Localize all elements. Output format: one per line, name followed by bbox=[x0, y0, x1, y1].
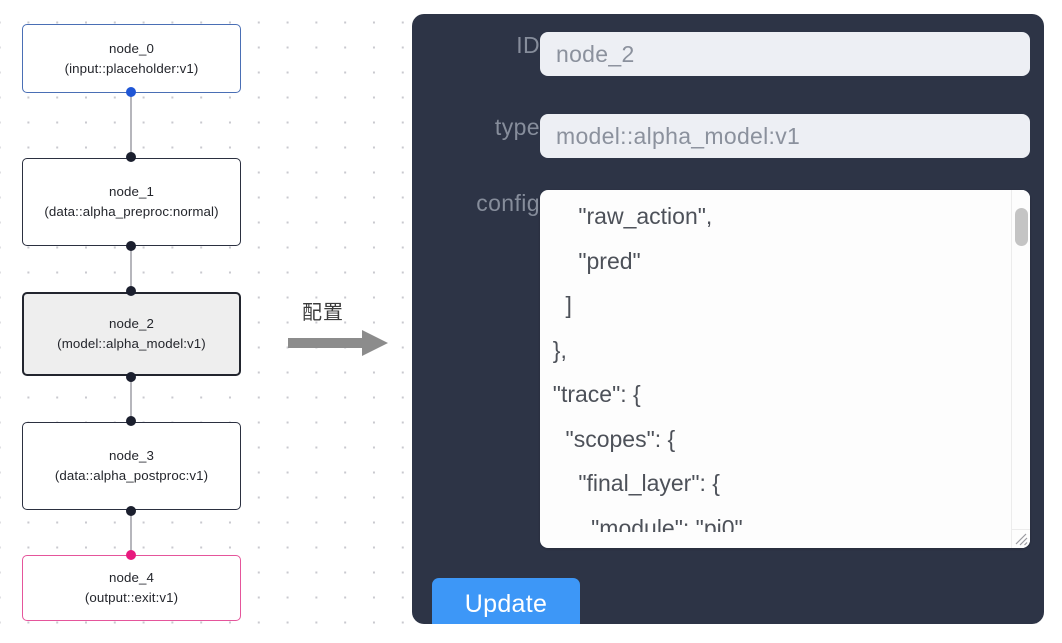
edge-node1-node2 bbox=[130, 245, 132, 293]
id-field-label: ID bbox=[516, 32, 540, 58]
node-handle-target-node_3[interactable] bbox=[126, 416, 136, 426]
type-input[interactable] bbox=[540, 114, 1030, 158]
node-handle-source-node_0[interactable] bbox=[126, 87, 136, 97]
annotation-label: 配置 bbox=[302, 300, 344, 324]
node-label: node_1(data::alpha_preproc:normal) bbox=[44, 184, 219, 219]
field-row-id: ID bbox=[432, 32, 1030, 76]
resize-handle-icon[interactable] bbox=[1011, 529, 1030, 548]
annotation-arrow-group: 配置 bbox=[288, 296, 398, 362]
update-button[interactable]: Update bbox=[432, 578, 580, 624]
graph-node-node_2[interactable]: node_2(model::alpha_model:v1) bbox=[22, 292, 241, 376]
edge-node0-node1 bbox=[130, 90, 132, 156]
config-scrollbar[interactable] bbox=[1011, 190, 1030, 532]
config-scrollbar-thumb[interactable] bbox=[1015, 208, 1028, 246]
graph-node-node_4[interactable]: node_4(output::exit:v1) bbox=[22, 555, 241, 621]
node-config-panel: ID type config "raw_action", "pred" ] },… bbox=[412, 14, 1044, 624]
node-handle-target-node_2[interactable] bbox=[126, 286, 136, 296]
type-field-label: type bbox=[494, 114, 540, 140]
node-label: node_3(data::alpha_postproc:v1) bbox=[54, 448, 209, 483]
node-handle-source-node_2[interactable] bbox=[126, 372, 136, 382]
node-handle-source-node_1[interactable] bbox=[126, 241, 136, 251]
node-handle-target-node_1[interactable] bbox=[126, 152, 136, 162]
edge-node3-node4 bbox=[130, 511, 132, 555]
field-row-config: config "raw_action", "pred" ] }, "trace"… bbox=[432, 190, 1030, 548]
right-arrow-icon bbox=[288, 330, 388, 356]
config-textarea-wrapper[interactable]: "raw_action", "pred" ] }, "trace": { "sc… bbox=[540, 190, 1030, 548]
node-label: node_4(output::exit:v1) bbox=[84, 570, 179, 605]
node-label: node_2(model::alpha_model:v1) bbox=[57, 316, 206, 351]
graph-node-node_0[interactable]: node_0(input::placeholder:v1) bbox=[22, 24, 241, 93]
config-textarea[interactable]: "raw_action", "pred" ] }, "trace": { "sc… bbox=[552, 203, 750, 532]
config-field-label: config bbox=[476, 190, 540, 216]
node-handle-source-node_3[interactable] bbox=[126, 506, 136, 516]
graph-node-node_1[interactable]: node_1(data::alpha_preproc:normal) bbox=[22, 158, 241, 246]
graph-node-node_3[interactable]: node_3(data::alpha_postproc:v1) bbox=[22, 422, 241, 510]
id-input[interactable] bbox=[540, 32, 1030, 76]
node-label: node_0(input::placeholder:v1) bbox=[64, 40, 199, 76]
edge-node2-node3 bbox=[130, 375, 132, 421]
field-row-type: type bbox=[432, 114, 1030, 158]
node-handle-target-node_4[interactable] bbox=[126, 550, 136, 560]
